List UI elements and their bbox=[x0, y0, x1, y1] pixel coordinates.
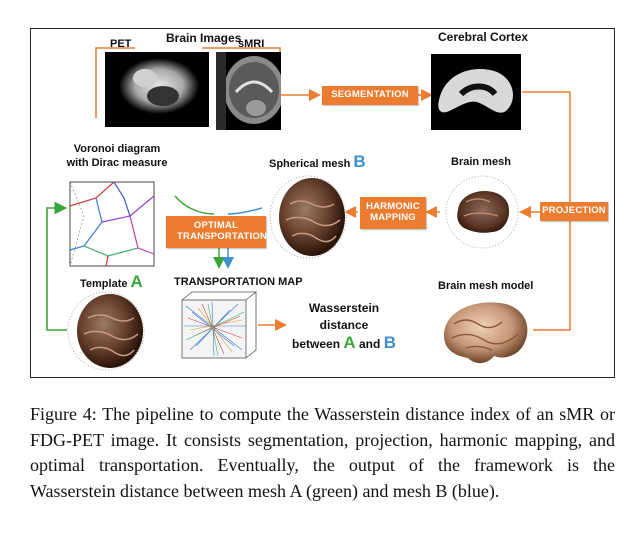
template-a-sphere bbox=[66, 290, 146, 372]
wasserstein-distance-output: Wasserstein distance between A and B bbox=[284, 300, 404, 353]
pet-label: PET bbox=[110, 38, 132, 50]
caption-text: The pipeline to compute the Wasserstein … bbox=[30, 404, 615, 501]
smri-brain-image bbox=[216, 52, 281, 130]
template-to-voronoi bbox=[46, 201, 68, 331]
transportation-map-label: TRANSPORTATION MAP bbox=[174, 276, 303, 288]
between-letter-b: B bbox=[383, 333, 396, 352]
voronoi-diagram bbox=[64, 176, 160, 272]
smri-label: sMRI bbox=[238, 38, 265, 50]
cerebral-cortex-image bbox=[431, 54, 521, 130]
brain-mesh-model-label: Brain mesh model bbox=[438, 280, 534, 292]
between-and: and bbox=[359, 337, 381, 351]
spherical-mesh-letter-b: B bbox=[353, 152, 366, 171]
harmonic-mapping-step: HARMONIC MAPPING bbox=[360, 197, 426, 229]
projection-step: PROJECTION bbox=[540, 202, 608, 221]
brain-mesh-label: Brain mesh bbox=[451, 156, 511, 168]
pet-brain-image bbox=[105, 52, 209, 127]
segmentation-step: SEGMENTATION bbox=[322, 86, 418, 105]
spherical-mesh-b-image bbox=[268, 174, 348, 260]
between-prefix: between bbox=[292, 337, 341, 351]
voronoi-label: Voronoi diagram with Dirac measure bbox=[47, 142, 187, 170]
harmonic-mapping-text: HARMONIC MAPPING bbox=[366, 201, 420, 223]
optimal-transportation-text: OPTIMAL TRANSPORTATION bbox=[177, 220, 268, 242]
wasserstein-line1: Wasserstein bbox=[308, 301, 380, 315]
figure-label: Figure 4: bbox=[30, 404, 97, 424]
spherical-mesh-label: Spherical mesh B bbox=[269, 152, 366, 172]
brain-images-label: Brain Images bbox=[166, 31, 242, 45]
transportation-map-image bbox=[172, 290, 258, 370]
wasserstein-line2: distance bbox=[319, 318, 369, 332]
template-label: Template A bbox=[80, 272, 143, 292]
template-letter-a: A bbox=[130, 272, 143, 291]
brain-mesh-image bbox=[442, 172, 522, 252]
template-text: Template bbox=[80, 278, 128, 290]
cerebral-cortex-label: Cerebral Cortex bbox=[438, 30, 529, 44]
spherical-to-ot bbox=[227, 207, 263, 215]
between-letter-a: A bbox=[343, 333, 356, 352]
figure-caption: Figure 4: The pipeline to compute the Wa… bbox=[30, 402, 615, 504]
voronoi-to-ot bbox=[174, 195, 215, 215]
voronoi-label-line2: with Dirac measure bbox=[66, 157, 168, 169]
optimal-transportation-step: OPTIMAL TRANSPORTATION bbox=[166, 216, 268, 248]
voronoi-label-line1: Voronoi diagram bbox=[73, 143, 161, 155]
spherical-mesh-text: Spherical mesh bbox=[269, 158, 351, 170]
brain-mesh-model-image bbox=[436, 294, 534, 370]
